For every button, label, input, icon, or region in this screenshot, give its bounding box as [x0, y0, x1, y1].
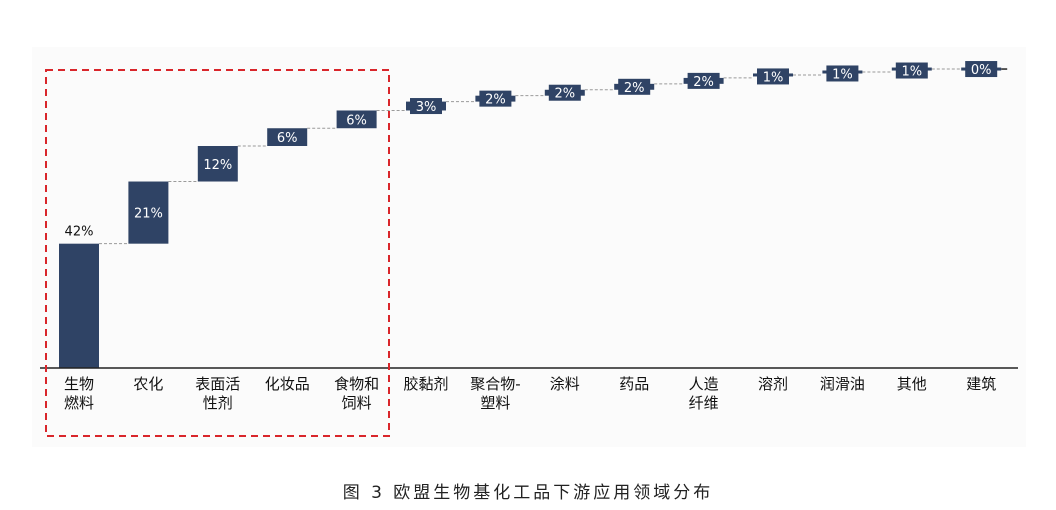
category-label: 生物燃料 — [64, 375, 94, 412]
category-label: 胶黏剂 — [403, 375, 448, 393]
value-label: 1% — [832, 67, 853, 82]
value-label: 1% — [901, 65, 922, 80]
value-labels: 42% 21% 12% 6% 6% 3% 2% 2% 2% 2% 1% 1% 1% 0% — [65, 61, 998, 240]
category-label: 表面活性剂 — [195, 375, 240, 412]
value-label: 3% — [416, 100, 437, 115]
value-label: 2% — [485, 93, 506, 108]
value-label-box — [895, 62, 928, 79]
value-label: 0% — [971, 63, 992, 78]
category-label: 涂料 — [550, 375, 580, 393]
value-label: 2% — [554, 87, 575, 102]
chart-panel — [32, 47, 1026, 447]
bar — [197, 146, 238, 182]
category-label: 润滑油 — [820, 375, 865, 393]
value-label-box — [757, 68, 789, 85]
bar — [267, 128, 308, 146]
category-label: 化妆品 — [265, 375, 310, 393]
category-label: 建筑 — [966, 375, 996, 393]
value-label: 2% — [693, 75, 714, 90]
bar — [336, 110, 377, 129]
value-label: 6% — [346, 113, 367, 128]
category-labels: 生物燃料 农化 表面活性剂 化妆品 食物和饲料 胶黏剂 聚合物-塑料 涂料 药品 人造纤维 溶剂 润滑… — [64, 375, 996, 412]
bars — [59, 67, 1002, 368]
value-label: 2% — [624, 81, 645, 96]
value-label-box — [548, 84, 581, 101]
waterfall-chart: 42% 21% 12% 6% 6% 3% 2% 2% 2% 2% 1% 1% 1% 0% 生物燃料 农化 表面… — [40, 61, 1018, 437]
highlight-box — [45, 69, 390, 437]
category-label: 农化 — [133, 375, 163, 393]
category-label: 其他 — [897, 375, 927, 393]
category-label: 人造纤维 — [689, 375, 719, 412]
value-label-box — [826, 65, 859, 82]
value-label-box — [479, 90, 512, 107]
category-label: 药品 — [619, 375, 649, 393]
category-label: 食物和饲料 — [334, 375, 379, 412]
value-label-box — [965, 61, 998, 78]
bar — [59, 243, 99, 368]
value-label: 21% — [134, 207, 163, 222]
value-label: 6% — [277, 131, 298, 146]
value-label-box — [410, 98, 442, 115]
value-label: 12% — [203, 158, 232, 173]
value-label-box — [687, 72, 720, 89]
figure-caption: 图 3 欧盟生物基化工品下游应用领域分布 — [342, 483, 714, 503]
category-label: 聚合物-塑料 — [470, 375, 520, 412]
bar — [128, 181, 169, 244]
category-label: 溶剂 — [758, 375, 788, 393]
value-label: 1% — [763, 70, 784, 85]
connector-lines — [99, 68, 1008, 245]
value-label: 42% — [65, 225, 94, 240]
value-label-box — [618, 78, 651, 95]
